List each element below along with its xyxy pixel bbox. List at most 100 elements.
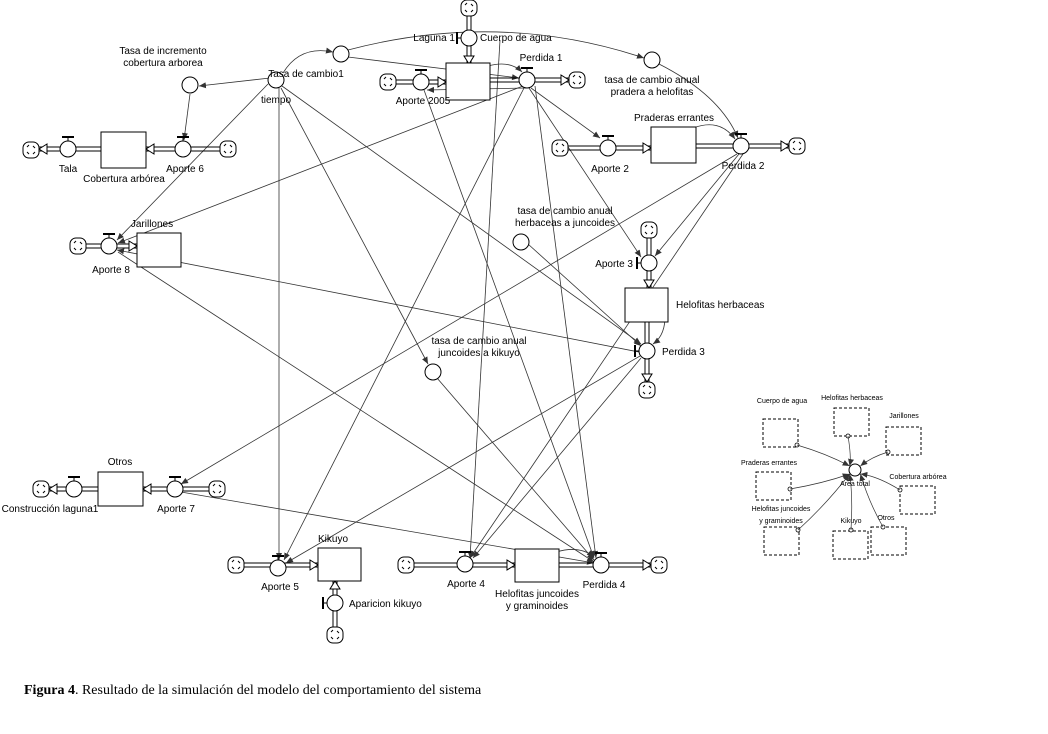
- flow-arrowhead: [780, 140, 790, 152]
- stock-cuerpo: [445, 62, 491, 101]
- cloud-mark: [654, 559, 664, 570]
- ghost-connector: [797, 473, 850, 531]
- stock-label: Praderas errantes: [634, 113, 714, 124]
- perdida2-to-aporte4-connector: [469, 153, 744, 559]
- perdida3-to-aporte8-connector: [116, 248, 640, 353]
- cloud-outline: [638, 381, 656, 399]
- juncoides-to-perdida4-connector: [555, 549, 595, 558]
- perdida1-to-aporte8-connector: [117, 85, 524, 244]
- cloud-icon: [227, 556, 245, 574]
- flow-label: Aporte 5: [261, 582, 299, 593]
- tasa-inc-to-aporte6-connector: [181, 93, 191, 141]
- cloud-mark: [644, 224, 654, 235]
- valve-circle: [269, 559, 287, 577]
- stock-juncoides: [514, 548, 560, 583]
- perdida-link-aporte4-connector: [467, 39, 501, 559]
- valve-circle: [59, 140, 77, 158]
- flow-label: Aporte 3: [595, 259, 633, 270]
- cloud-outline: [22, 141, 40, 159]
- ghost-label: Cuerpo de agua: [757, 398, 807, 405]
- flow-label: Aporte 7: [157, 504, 195, 515]
- area-total-converter: [848, 463, 862, 477]
- cloud-icon: [32, 480, 50, 498]
- ghost-stock: [885, 426, 922, 456]
- ghost-stock: [833, 407, 870, 437]
- cloud-outline: [397, 556, 415, 574]
- converter-tasa_inc: [181, 76, 199, 94]
- ghost-label: Helofitas herbaceas: [821, 395, 883, 402]
- stock-kikuyo: [317, 547, 362, 582]
- flow-label: Aporte 8: [92, 265, 130, 276]
- flow-label: Aporte 6: [166, 164, 204, 175]
- converter-tasa_herb: [512, 233, 530, 251]
- tiempo-to-perdida3-connector: [281, 85, 642, 345]
- cloud-outline: [568, 71, 586, 89]
- cloud-icon: [640, 221, 658, 239]
- flow-arrowhead: [641, 373, 653, 383]
- cloud-icon: [460, 0, 478, 17]
- flow-aporte6: [174, 136, 192, 158]
- ghost-connector: [859, 473, 884, 528]
- valve-circle: [592, 556, 610, 574]
- tiempo-to-tasa1-connector: [282, 47, 334, 74]
- cloud-mark: [572, 74, 582, 85]
- tiempo-to-aporte8-connector: [116, 83, 269, 241]
- flow-label: Perdida 3: [662, 347, 705, 358]
- tiempo-to-tasa-junc-connector: [280, 87, 429, 365]
- stock-label: y graminoides: [506, 601, 568, 612]
- tasa1-to-perdida1-connector: [347, 56, 520, 81]
- cloud-icon: [650, 556, 668, 574]
- cloud-outline: [788, 137, 806, 155]
- flow-arrowhead: [145, 143, 155, 155]
- cloud-mark: [231, 559, 241, 570]
- flow-perdida1: [518, 67, 536, 89]
- cloud-outline: [640, 221, 658, 239]
- flow-arrowhead: [142, 483, 152, 495]
- cloud-icon: [208, 480, 226, 498]
- stock-otros: [97, 471, 144, 507]
- ghost-connector: [847, 435, 854, 467]
- valve-circle: [174, 140, 192, 158]
- cloud-outline: [219, 140, 237, 158]
- cloud-outline: [650, 556, 668, 574]
- stock-label: Jarillones: [131, 219, 173, 230]
- valve-circle: [460, 29, 478, 47]
- stock-herbaceas: [624, 287, 669, 323]
- cloud-outline: [69, 237, 87, 255]
- cloud-mark: [383, 76, 393, 87]
- flow-construccion: [65, 476, 83, 498]
- converter-label: Tasa de incremento: [119, 46, 207, 57]
- flow-label: Perdida 2: [722, 161, 765, 172]
- valve-circle: [166, 480, 184, 498]
- cloud-mark: [792, 140, 802, 151]
- cloud-mark: [642, 384, 652, 395]
- cloud-icon: [379, 73, 397, 91]
- converter-label: tasa de cambio anual: [517, 206, 612, 217]
- ghost-stock: [755, 471, 792, 501]
- cloud-icon: [69, 237, 87, 255]
- cloud-outline: [379, 73, 397, 91]
- flow-arrowhead: [128, 240, 138, 252]
- stock-label: Helofitas juncoides: [495, 589, 579, 600]
- flow-arrowhead: [506, 559, 516, 571]
- cloud-mark: [73, 240, 83, 251]
- valve-circle: [732, 137, 750, 155]
- cloud-mark: [212, 483, 222, 494]
- flow-label: Aporte 4: [447, 579, 485, 590]
- flow-arrowhead: [48, 483, 58, 495]
- cloud-icon: [397, 556, 415, 574]
- stock-label: Cobertura arbórea: [83, 174, 165, 185]
- cloud-mark: [26, 144, 36, 155]
- ghost-connector: [847, 473, 854, 531]
- stock-praderas: [650, 126, 697, 164]
- valve-circle: [638, 342, 656, 360]
- ghost-label: Otros: [877, 515, 895, 522]
- converter-label: tasa de cambio anual: [604, 75, 699, 86]
- flow-arrowhead: [642, 142, 652, 154]
- flow-perdida4: [592, 552, 610, 574]
- figure-caption: Figura 4. Resultado de la simulación del…: [24, 683, 481, 699]
- flow-aporte2: [599, 135, 617, 157]
- flow-label: Construcción laguna1: [2, 504, 99, 515]
